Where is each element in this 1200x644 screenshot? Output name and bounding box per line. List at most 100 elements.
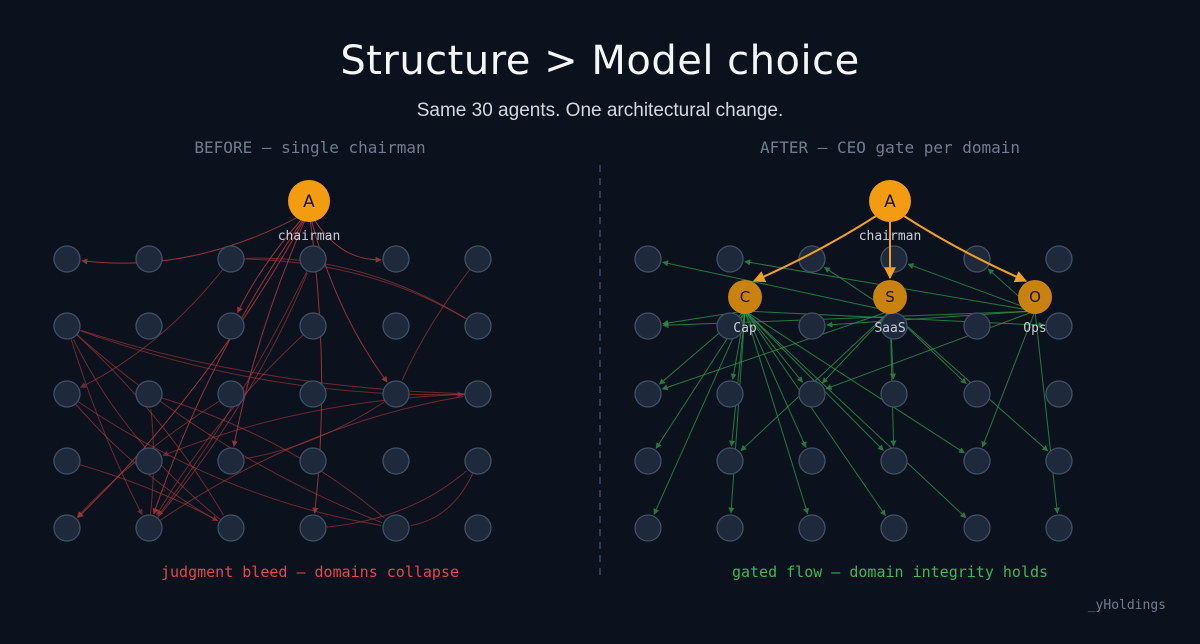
before-mesh-edge <box>68 394 382 526</box>
after-agent-node[interactable] <box>716 245 744 273</box>
after-agent-node[interactable] <box>1045 514 1073 542</box>
ceo-ops-label: Ops <box>1023 321 1046 336</box>
before-agent-node[interactable] <box>382 245 410 273</box>
after-agent-node[interactable] <box>798 312 826 340</box>
before-edges <box>67 211 478 529</box>
after-agent-node[interactable] <box>963 312 991 340</box>
before-panel-label: BEFORE — single chairman <box>194 138 426 157</box>
before-agent-node[interactable] <box>217 312 245 340</box>
after-agent-node[interactable] <box>634 380 662 408</box>
before-agent-node[interactable] <box>53 312 81 340</box>
after-agent-node[interactable] <box>634 312 662 340</box>
before-agent-node[interactable] <box>135 312 163 340</box>
before-agent-node[interactable] <box>299 447 327 475</box>
after-gated-edge <box>662 310 744 326</box>
after-caption: gated flow — domain integrity holds <box>731 563 1049 581</box>
after-agent-node[interactable] <box>634 447 662 475</box>
after-gated-edge <box>981 312 1035 448</box>
ceo-node-cap[interactable]: C <box>728 280 762 314</box>
before-chairman-edge <box>309 212 382 263</box>
before-agent-node[interactable] <box>299 514 327 542</box>
after-agent-node[interactable] <box>963 245 991 273</box>
before-agent-node[interactable] <box>299 245 327 273</box>
ceo-saas-letter: S <box>885 288 895 306</box>
before-agent-node[interactable] <box>299 312 327 340</box>
before-chairman-label: chairman <box>278 229 341 244</box>
before-agent-node[interactable] <box>382 514 410 542</box>
before-agent-node[interactable] <box>382 380 410 408</box>
after-agent-node[interactable] <box>880 447 908 475</box>
before-agent-node[interactable] <box>53 447 81 475</box>
after-agent-node[interactable] <box>1045 312 1073 340</box>
before-mesh-edge <box>232 258 466 319</box>
after-gated-edge <box>745 312 886 517</box>
before-mesh-edge <box>68 461 219 522</box>
before-mesh-edge <box>68 326 383 524</box>
after-gated-edge <box>661 311 889 391</box>
before-agent-node[interactable] <box>217 380 245 408</box>
before-agent-node[interactable] <box>217 447 245 475</box>
before-agent-node[interactable] <box>217 514 245 542</box>
before-agent-node[interactable] <box>135 380 163 408</box>
before-mesh-edge <box>245 257 477 326</box>
before-agent-node[interactable] <box>382 312 410 340</box>
before-agent-node[interactable] <box>53 514 81 542</box>
after-agent-node[interactable] <box>963 514 991 542</box>
after-agent-node[interactable] <box>880 380 908 408</box>
after-chairman-letter: A <box>884 192 896 212</box>
after-agent-node[interactable] <box>798 514 826 542</box>
after-edges <box>653 259 1060 519</box>
before-mesh-edge <box>401 260 478 381</box>
ceo-node-ops[interactable]: O <box>1018 280 1052 314</box>
after-agent-node[interactable] <box>798 447 826 475</box>
after-agent-node[interactable] <box>716 312 744 340</box>
before-chairman-edge <box>309 212 388 383</box>
before-agent-node[interactable] <box>135 245 163 273</box>
after-panel-label: AFTER — CEO gate per domain <box>759 138 1021 157</box>
before-agent-node[interactable] <box>464 447 492 475</box>
after-agent-node[interactable] <box>716 380 744 408</box>
before-agent-node[interactable] <box>53 245 81 273</box>
after-agent-node[interactable] <box>963 447 991 475</box>
after-agent-node[interactable] <box>798 245 826 273</box>
after-agent-node[interactable] <box>963 380 991 408</box>
after-agent-node[interactable] <box>716 514 744 542</box>
page-subtitle: Same 30 agents. One architectural change… <box>416 100 784 121</box>
after-gated-edge <box>907 263 1034 311</box>
brand-watermark: _yHoldings <box>1087 598 1166 613</box>
after-agent-node[interactable] <box>798 380 826 408</box>
ceo-node-saas[interactable]: S <box>873 280 907 314</box>
before-mesh-edge <box>79 260 231 388</box>
before-mesh-edge <box>150 396 464 528</box>
after-agent-node[interactable] <box>880 514 908 542</box>
before-agent-node[interactable] <box>135 447 163 475</box>
before-agent-node[interactable] <box>299 380 327 408</box>
before-agent-node[interactable] <box>464 514 492 542</box>
before-mesh-edge <box>73 339 230 528</box>
before-agent-grid <box>53 245 492 542</box>
after-agent-node[interactable] <box>1045 380 1073 408</box>
after-agent-node[interactable] <box>1045 447 1073 475</box>
after-agent-node[interactable] <box>634 514 662 542</box>
gate-edges <box>752 215 1028 283</box>
after-chairman-node[interactable]: A <box>869 180 911 222</box>
before-agent-node[interactable] <box>464 380 492 408</box>
after-agent-node[interactable] <box>716 447 744 475</box>
before-agent-node[interactable] <box>53 380 81 408</box>
before-mesh-edge <box>67 327 143 516</box>
before-agent-node[interactable] <box>382 447 410 475</box>
before-chairman-node[interactable]: A <box>288 180 330 222</box>
before-agent-node[interactable] <box>464 245 492 273</box>
ceo-cap-letter: C <box>740 288 750 306</box>
before-mesh-edge <box>162 393 477 457</box>
after-agent-node[interactable] <box>880 245 908 273</box>
before-mesh-edge <box>410 462 478 526</box>
ceo-saas-label: SaaS <box>874 321 905 336</box>
before-mesh-edge <box>150 394 385 519</box>
after-agent-node[interactable] <box>1045 245 1073 273</box>
after-agent-node[interactable] <box>634 245 662 273</box>
before-agent-node[interactable] <box>464 312 492 340</box>
after-gated-edge <box>825 311 1034 390</box>
before-agent-node[interactable] <box>217 245 245 273</box>
before-agent-node[interactable] <box>135 514 163 542</box>
